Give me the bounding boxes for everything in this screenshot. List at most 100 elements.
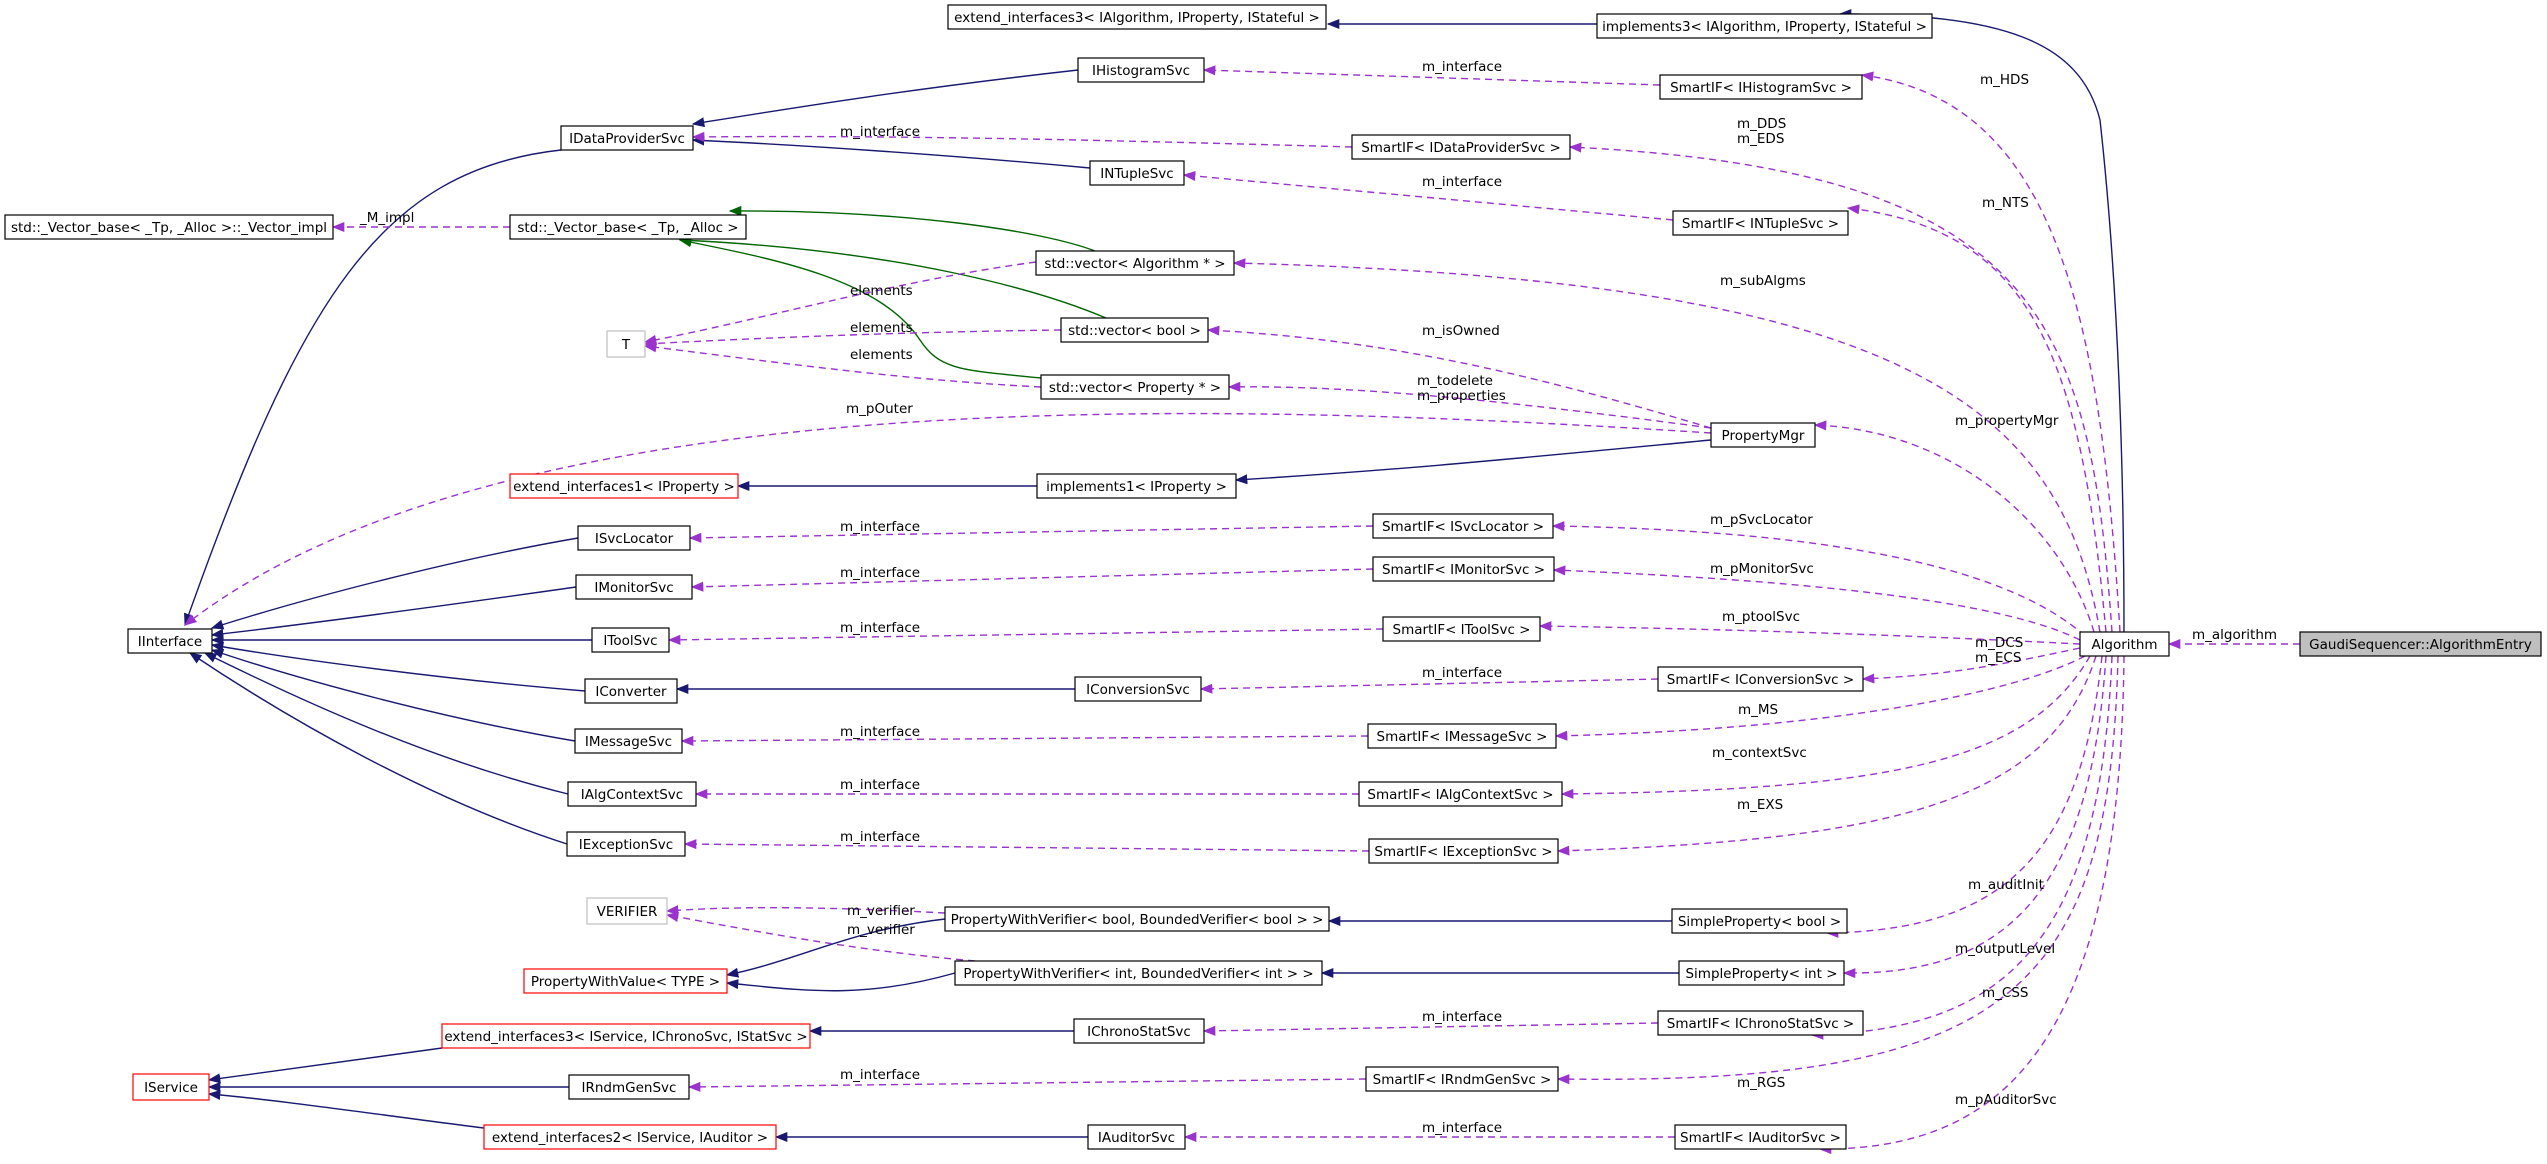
class-node-iexc[interactable]: IExceptionSvc <box>566 831 686 857</box>
class-node-label: extend_interfaces1< IProperty > <box>513 479 735 495</box>
usage-edge-44 <box>665 905 946 916</box>
class-node-label: extend_interfaces2< IService, IAuditor > <box>492 1130 768 1146</box>
class-node-label: SimpleProperty< int > <box>1685 966 1837 982</box>
class-node-box <box>2079 631 2170 657</box>
class-node-verifier[interactable]: VERIFIER <box>586 897 668 925</box>
inheritance-edge-8 <box>691 69 1079 128</box>
class-node-sif-hist[interactable]: SmartIF< IHistogramSvc > <box>1659 74 1863 100</box>
template-edge-25 <box>678 235 1107 319</box>
class-node-sif-tool[interactable]: SmartIF< IToolSvc > <box>1382 616 1541 642</box>
class-node-box <box>1382 616 1541 642</box>
inheritance-edge-21 <box>207 1089 485 1129</box>
edge-label-m-propertymgr: m_propertyMgr <box>1955 413 2059 429</box>
edge-label-m-interface: m_interface <box>840 829 920 845</box>
class-node-box <box>1596 13 1933 39</box>
class-node-box <box>1351 134 1571 160</box>
class-node-box <box>568 1074 690 1100</box>
class-node-ext3[interactable]: extend_interfaces3< IAlgorithm, IPropert… <box>947 4 1327 30</box>
class-node-label: SimpleProperty< bool > <box>1678 914 1841 930</box>
class-node-vec-prop[interactable]: std::vector< Property * > <box>1040 374 1230 400</box>
class-node-box <box>591 627 670 653</box>
class-node-vec-alg[interactable]: std::vector< Algorithm * > <box>1035 250 1235 276</box>
class-node-sif-ntuple[interactable]: SmartIF< INTupleSvc > <box>1672 210 1849 236</box>
class-node-label: SmartIF< IChronoStatSvc > <box>1667 1016 1855 1032</box>
usage-edge-54 <box>1813 420 2095 633</box>
class-node-vecimpl[interactable]: std::_Vector_base< _Tp, _Alloc >::_Vecto… <box>4 214 334 240</box>
class-node-box <box>1040 374 1230 400</box>
class-node-isvcloc[interactable]: ISvcLocator <box>577 525 691 551</box>
class-node-entry[interactable]: GaudiSequencer::AlgorithmEntry <box>2299 631 2542 657</box>
class-node-impl1[interactable]: implements1< IProperty > <box>1036 473 1237 499</box>
class-node-sif-svcloc[interactable]: SmartIF< ISvcLocator > <box>1372 513 1554 539</box>
class-node-label: PropertyWithVerifier< int, BoundedVerifi… <box>963 966 1313 982</box>
edge-label-m-outputlevel: m_outputLevel <box>1955 941 2055 957</box>
edge-label-elements: elements <box>850 320 913 336</box>
class-node-impl3[interactable]: implements3< IAlgorithm, IProperty, ISta… <box>1596 13 1933 39</box>
class-node-intuple[interactable]: INTupleSvc <box>1089 160 1185 186</box>
class-node-pwvalue[interactable]: PropertyWithValue< TYPE > <box>523 968 728 994</box>
class-node-ichrono[interactable]: IChronoStatSvc <box>1073 1018 1205 1044</box>
class-node-vec-bool[interactable]: std::vector< bool > <box>1060 317 1209 343</box>
class-node-sif-aud[interactable]: SmartIF< IAuditorSvc > <box>1674 1124 1847 1150</box>
class-node-label: implements1< IProperty > <box>1046 479 1227 495</box>
class-node-algorithm[interactable]: Algorithm <box>2079 631 2170 657</box>
edge-label-m-contextsvc: m_contextSvc <box>1712 745 1807 761</box>
edge-label-m-css: m_CSS <box>1982 985 2028 1001</box>
inheritance-edge-4 <box>210 641 586 692</box>
class-node-box <box>132 1073 210 1101</box>
class-node-label: IMessageSvc <box>585 734 672 750</box>
class-node-iservice[interactable]: IService <box>132 1073 210 1101</box>
class-node-label: SmartIF< IToolSvc > <box>1393 622 1531 638</box>
class-node-ialgctx[interactable]: IAlgContextSvc <box>567 781 697 807</box>
class-node-itool[interactable]: IToolSvc <box>591 627 670 653</box>
class-node-sif-conv[interactable]: SmartIF< IConversionSvc > <box>1657 666 1864 692</box>
class-node-box <box>1678 960 1845 986</box>
class-node-iconv[interactable]: IConverter <box>584 678 678 704</box>
class-node-sp-bool[interactable]: SimpleProperty< bool > <box>1671 908 1848 934</box>
class-node-label: IHistogramSvc <box>1092 63 1190 79</box>
usage-edge-62 <box>1825 655 2103 938</box>
class-node-sif-msg[interactable]: SmartIF< IMessageSvc > <box>1367 723 1557 749</box>
class-node-iinterface[interactable]: IInterface <box>127 628 213 654</box>
class-node-sif-chrono[interactable]: SmartIF< IChronoStatSvc > <box>1657 1010 1864 1036</box>
edge-label-m-hds: m_HDS <box>1980 72 2029 88</box>
class-node-box <box>1672 210 1849 236</box>
class-node-ihist[interactable]: IHistogramSvc <box>1077 57 1205 83</box>
class-node-sif-mon[interactable]: SmartIF< IMonitorSvc > <box>1372 556 1555 582</box>
edge-label-m-interface: m_interface <box>840 519 920 535</box>
class-node-propmgr[interactable]: PropertyMgr <box>1710 422 1816 448</box>
class-node-idp[interactable]: IDataProviderSvc <box>560 125 694 151</box>
class-node-sif-dp[interactable]: SmartIF< IDataProviderSvc > <box>1351 134 1571 160</box>
class-node-box <box>1077 57 1205 83</box>
usage-edge-60 <box>1560 655 2091 799</box>
class-node-box <box>1657 666 1864 692</box>
class-node-pwv-bool[interactable]: PropertyWithVerifier< bool, BoundedVerif… <box>944 906 1330 932</box>
class-node-t[interactable]: T <box>606 330 646 358</box>
class-node-box <box>1074 676 1202 702</box>
edge-label-elements: elements <box>850 283 913 299</box>
usage-edge-66 <box>1818 655 2125 1155</box>
class-node-label: std::_Vector_base< _Tp, _Alloc >::_Vecto… <box>11 220 327 236</box>
class-node-label: std::_Vector_base< _Tp, _Alloc > <box>517 220 738 236</box>
class-node-sif-algctx[interactable]: SmartIF< IAlgContextSvc > <box>1358 781 1563 807</box>
class-node-imon[interactable]: IMonitorSvc <box>575 574 693 600</box>
usage-edge-56 <box>1552 565 2081 641</box>
class-node-irndm[interactable]: IRndmGenSvc <box>568 1074 690 1100</box>
class-node-pwv-int[interactable]: PropertyWithVerifier< int, BoundedVerifi… <box>954 960 1323 986</box>
class-node-iaud[interactable]: IAuditorSvc <box>1087 1124 1186 1150</box>
class-node-sif-exc[interactable]: SmartIF< IExceptionSvc > <box>1368 838 1559 864</box>
class-node-vecbase[interactable]: std::_Vector_base< _Tp, _Alloc > <box>509 214 747 240</box>
edge-label-m-algorithm: m_algorithm <box>2192 627 2277 643</box>
class-node-imsg[interactable]: IMessageSvc <box>574 728 683 754</box>
class-node-ext2[interactable]: extend_interfaces2< IService, IAuditor > <box>483 1124 777 1150</box>
class-node-box <box>577 525 691 551</box>
class-node-ext1[interactable]: extend_interfaces1< IProperty > <box>509 473 739 499</box>
class-node-ext3b[interactable]: extend_interfaces3< IService, IChronoSvc… <box>441 1023 811 1049</box>
class-node-box <box>509 214 747 240</box>
class-node-sif-rndm[interactable]: SmartIF< IRndmGenSvc > <box>1365 1066 1559 1092</box>
class-node-sp-int[interactable]: SimpleProperty< int > <box>1678 960 1845 986</box>
edge-label-m-isowned: m_isOwned <box>1422 323 1500 339</box>
usage-edge-40 <box>683 839 1370 852</box>
class-node-iconvsvc[interactable]: IConversionSvc <box>1074 676 1202 702</box>
